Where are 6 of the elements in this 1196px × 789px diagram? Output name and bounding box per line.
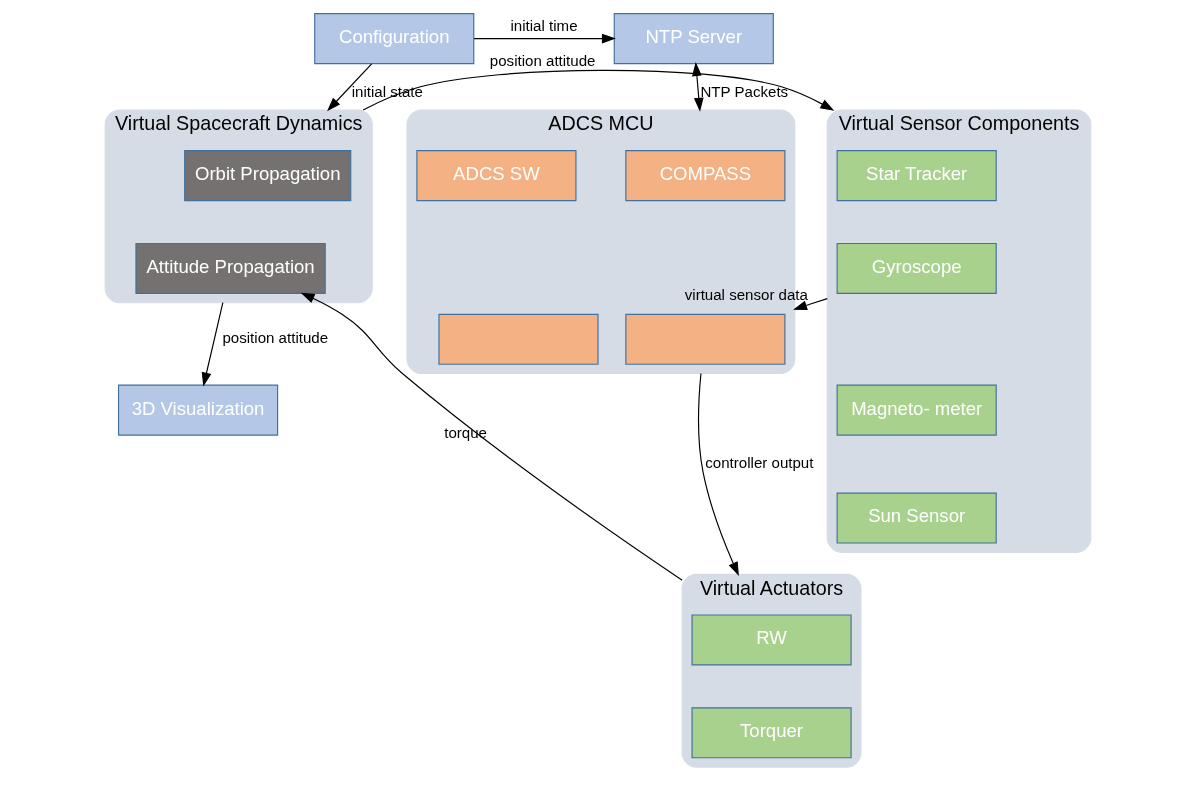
edge-label: virtual sensor data bbox=[684, 285, 808, 303]
edge-label: position attitude bbox=[489, 51, 596, 69]
edge-label: NTP Packets bbox=[700, 82, 789, 100]
edge-label: initial time bbox=[510, 16, 578, 34]
edge-label: controller output bbox=[705, 453, 814, 471]
edge-label: position attitude bbox=[222, 328, 329, 346]
